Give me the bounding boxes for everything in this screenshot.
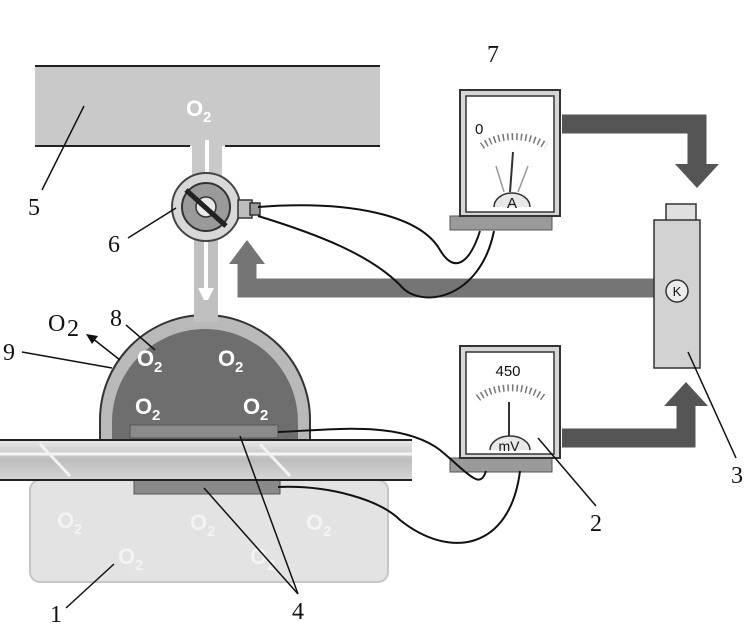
exhaust-pipe: O 2: [35, 65, 380, 147]
svg-text:2: 2: [74, 521, 82, 538]
signal-arrow-voltmeter-to-controller: [562, 382, 708, 448]
svg-text:2: 2: [235, 359, 243, 376]
label-5: 5: [28, 195, 40, 221]
label-1: 1: [50, 602, 62, 625]
svg-text:2: 2: [152, 407, 160, 424]
svg-text:2: 2: [267, 557, 275, 574]
o2-label-chamber-1: O 2: [137, 346, 162, 376]
svg-text:2: 2: [203, 109, 211, 126]
o2-label-chamber-3: O 2: [135, 394, 160, 424]
label-4: 4: [292, 599, 304, 625]
ammeter-reading: 0: [475, 121, 483, 138]
svg-text:O: O: [57, 508, 74, 533]
pump-valve: [171, 172, 261, 242]
svg-text:2: 2: [135, 557, 143, 574]
svg-text:O: O: [218, 346, 235, 371]
flow-arrow-bottom: [198, 240, 214, 304]
svg-text:O: O: [250, 544, 267, 569]
controller-k-label: K: [673, 284, 682, 299]
o2-label-ref-5: O 2: [250, 544, 275, 574]
ammeter: 0 A: [449, 89, 561, 231]
svg-text:O: O: [135, 394, 152, 419]
o2-label-ref-4: O 2: [118, 544, 143, 574]
electrolyte-plate: [0, 439, 412, 481]
svg-text:O: O: [186, 96, 203, 121]
voltmeter-reading: 450: [495, 363, 520, 380]
voltmeter: 450 mV: [449, 345, 561, 473]
svg-text:O: O: [137, 346, 154, 371]
label-7: 7: [487, 42, 499, 68]
ammeter-needle: [509, 151, 514, 193]
o2-label-ref-1: O 2: [57, 508, 82, 538]
voltmeter-unit: mV: [499, 438, 521, 454]
label-6: 6: [108, 232, 120, 258]
svg-text:2: 2: [323, 523, 331, 540]
svg-text:O: O: [118, 544, 135, 569]
svg-text:2: 2: [207, 523, 215, 540]
label-3: 3: [731, 463, 743, 489]
reference-air-box: O 2 O 2 O 2 O 2 O 2: [29, 479, 389, 583]
o2-label-chamber-2: O 2: [218, 346, 243, 376]
o2-escape-label: O 2: [48, 311, 79, 342]
svg-text:O: O: [48, 311, 65, 337]
signal-arrow-ammeter-to-controller: [562, 114, 719, 188]
electrode-top: [129, 424, 279, 439]
svg-text:2: 2: [67, 316, 79, 342]
leader-lines: [21, 105, 737, 609]
o2-label-ref-2: O 2: [190, 510, 215, 540]
o2-escape-arrow: [86, 334, 121, 361]
o2-label-ref-3: O 2: [306, 510, 331, 540]
label-8: 8: [110, 306, 122, 332]
controller-unit: K: [653, 203, 701, 369]
label-2: 2: [590, 511, 602, 537]
controller-k-symbol: [665, 279, 689, 303]
measurement-chamber: O 2 O 2 O 2 O 2: [99, 300, 311, 441]
ammeter-unit: A: [507, 195, 517, 212]
o2-label-chamber-4: O 2: [243, 394, 268, 424]
wires: [257, 204, 521, 544]
svg-text:2: 2: [260, 407, 268, 424]
svg-text:2: 2: [154, 359, 162, 376]
svg-text:O: O: [306, 510, 323, 535]
svg-text:O: O: [243, 394, 260, 419]
label-9: 9: [3, 340, 15, 366]
svg-text:O: O: [190, 510, 207, 535]
feedback-arrow-controller-to-pump: [229, 240, 655, 298]
o2-label-pipe: O 2: [186, 96, 211, 126]
